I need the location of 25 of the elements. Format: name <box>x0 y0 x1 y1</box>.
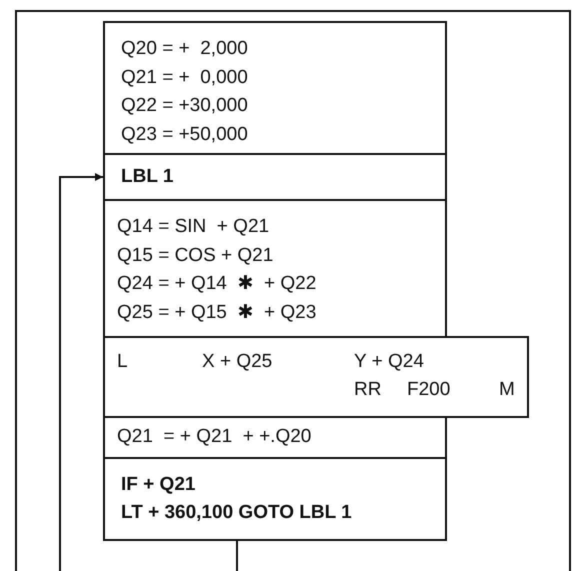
code-text: M <box>499 378 515 402</box>
program-block <box>103 153 447 201</box>
code-line: Q15 = COS + Q21 <box>117 244 274 268</box>
code-line: Q23 = +50,000 <box>121 122 249 146</box>
program-block <box>103 336 529 418</box>
code-text: F200 <box>407 378 450 402</box>
program-block <box>103 21 447 155</box>
code-text: L <box>117 350 128 374</box>
code-line: Q14 = SIN + Q21 <box>117 215 270 239</box>
code-text: RR <box>354 378 382 402</box>
code-line: Q25 = + Q15 ✱ + Q23 <box>117 300 318 324</box>
code-line: Q20 = + 2,000 <box>121 37 249 61</box>
code-line: Q22 = +30,000 <box>121 94 249 118</box>
code-text: X + Q25 <box>202 350 272 374</box>
code-line: LBL 1 <box>121 164 174 189</box>
code-line: LT + 360,100 GOTO LBL 1 <box>121 501 353 525</box>
code-line: Q21 = + Q21 + +.Q20 <box>117 425 312 450</box>
program-block <box>103 199 447 338</box>
program-block <box>103 457 447 541</box>
program-block <box>103 416 447 459</box>
code-line: Q21 = + 0,000 <box>121 66 249 90</box>
code-text: Y + Q24 <box>354 350 424 374</box>
code-line: Q24 = + Q14 ✱ + Q22 <box>117 272 318 296</box>
flow-arrow <box>59 173 103 571</box>
code-line: IF + Q21 <box>121 472 196 496</box>
